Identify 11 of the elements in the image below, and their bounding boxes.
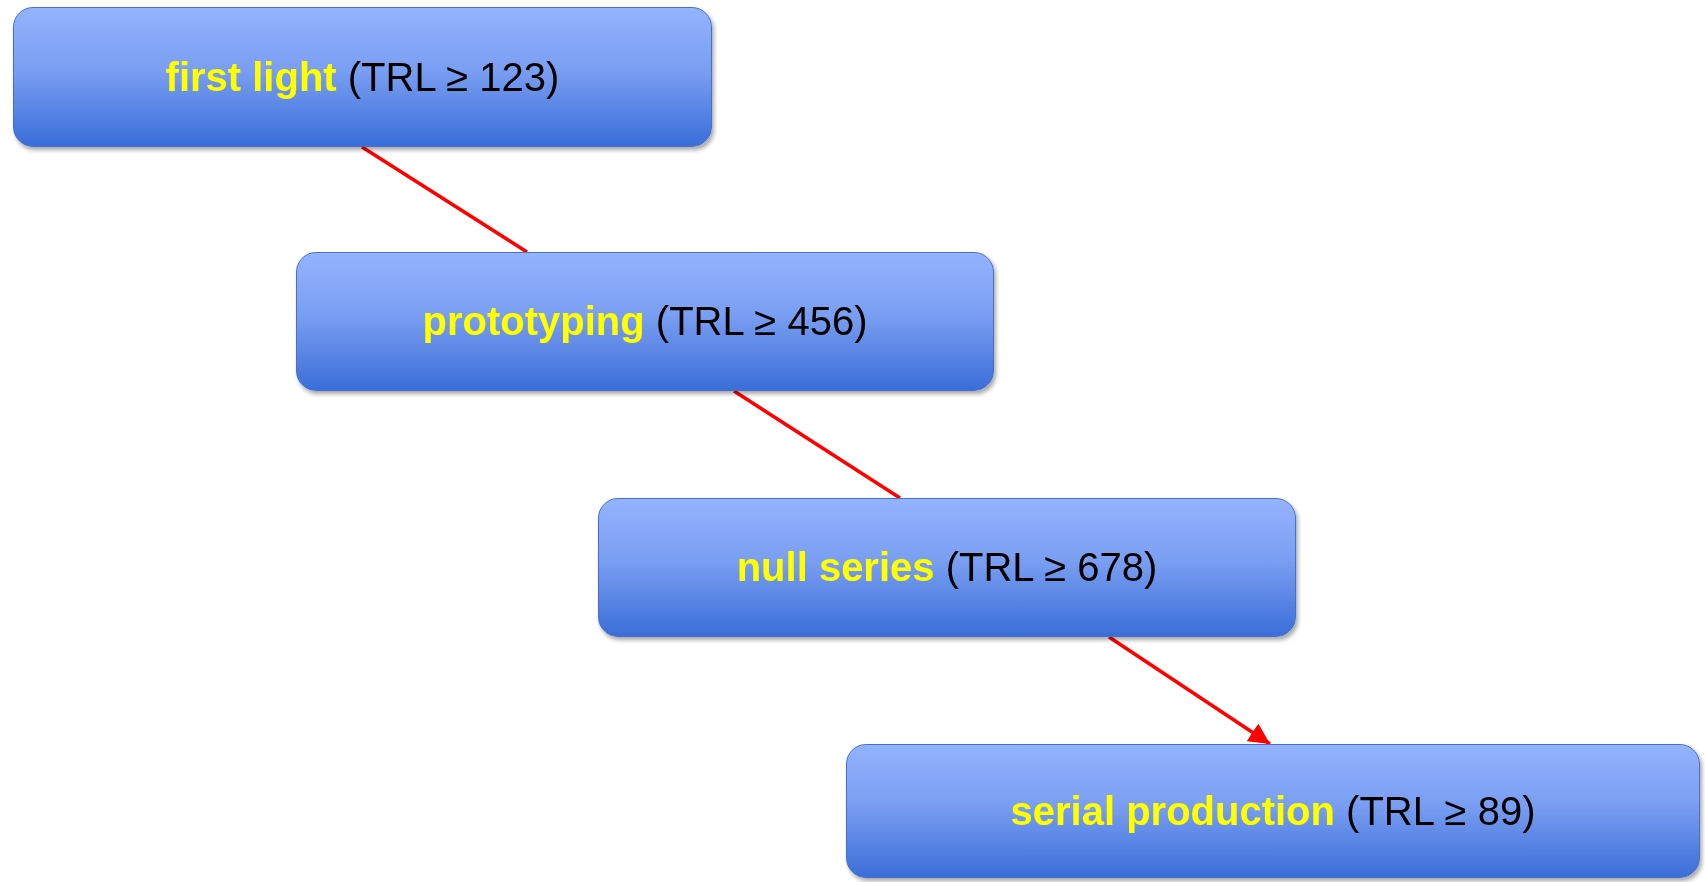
stage-label: first light (TRL ≥ 123): [165, 54, 560, 100]
stage-label: null series (TRL ≥ 678): [736, 545, 1158, 590]
connector-line: [733, 389, 901, 500]
stage-label: prototyping (TRL ≥ 456): [422, 299, 868, 344]
process-box: [296, 252, 994, 391]
process-box: [598, 498, 1296, 637]
connector-line: [1108, 635, 1271, 746]
process-box: [846, 744, 1700, 878]
process-box: [13, 7, 712, 147]
connector-line: [361, 145, 528, 254]
stage-label: serial production (TRL ≥ 89): [1010, 788, 1536, 834]
